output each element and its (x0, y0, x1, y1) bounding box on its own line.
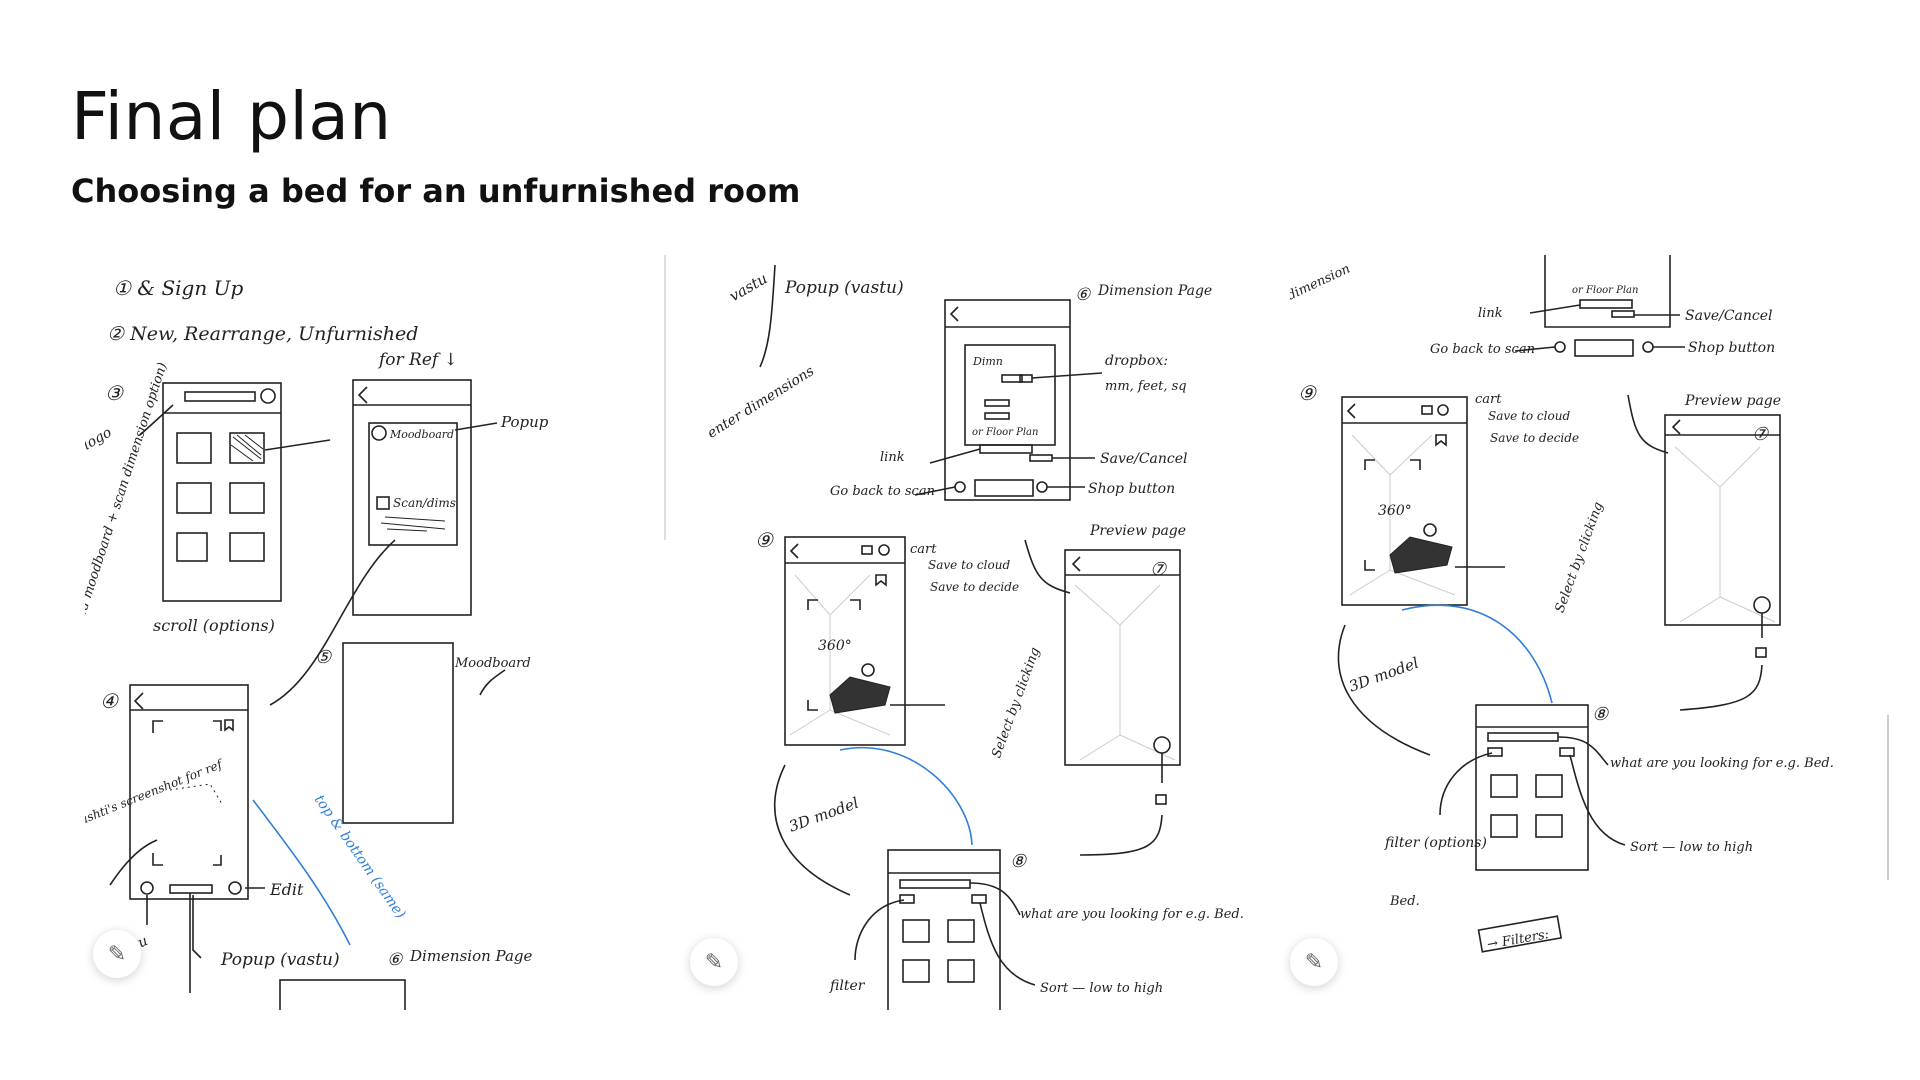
note-popup: Popup (500, 413, 549, 431)
note-filters: → Filters: (1486, 927, 1550, 953)
sketch-panel-2: vastu Popup (vastu) ⑥ Dimension Page ent… (690, 255, 1285, 1010)
note-select-click: Select by clicking (989, 646, 1043, 761)
note-signup: ① & Sign Up (113, 276, 243, 300)
note-save-cloud: Save to cloud (1488, 409, 1570, 423)
note-step8: ⑧ (1592, 704, 1609, 725)
wireframe-home-screen (140, 383, 330, 601)
note-scan-dims: Scan/dims (393, 496, 456, 510)
note-add-option: (Add moodboard + scan dimension option) (85, 361, 171, 634)
note-step7: ⑦ (1150, 559, 1167, 580)
note-go-back: Go back to scan (830, 484, 935, 499)
wireframe-dimension-screen-partial (1545, 255, 1670, 356)
note-new-options: ② New, Rearrange, Unfurnished (107, 323, 418, 345)
note-dims-label: Dimn (972, 355, 1003, 368)
note-floor-plan: or Floor Plan (1572, 285, 1638, 296)
note-step9: ⑨ (755, 528, 774, 552)
note-floor-plan: or Floor Plan (972, 427, 1038, 438)
sketch-canvas-2: vastu Popup (vastu) ⑥ Dimension Page ent… (690, 255, 1285, 1010)
note-save-decide: Save to decide (930, 580, 1019, 594)
note-popup-vastu: Popup (vastu) (220, 950, 340, 970)
note-dimension: dimension (1290, 261, 1353, 303)
note-sort: Sort — low to high (1630, 840, 1753, 855)
note-ref-screenshot: Drashti's screenshot for ref (85, 756, 226, 833)
note-link: link (880, 450, 905, 465)
wireframe-preview-screen (1065, 550, 1180, 804)
note-save-cancel: Save/Cancel (1685, 308, 1773, 324)
pen-tool-icon: ✎ (108, 942, 126, 967)
wireframe-3d-model-screen (1342, 397, 1467, 605)
note-filter-options: filter (options) (1384, 835, 1487, 851)
note-select-click: Select by clicking (1553, 500, 1607, 615)
note-scroll: scroll (options) (153, 616, 275, 635)
note-logo: logo (85, 424, 115, 453)
note-step8: ⑧ (1010, 851, 1027, 872)
sketch-panel-1: ① & Sign Up ② New, Rearrange, Unfurnishe… (85, 255, 675, 1010)
note-save-decide: Save to decide (1490, 431, 1579, 445)
wireframe-dimension-screen (945, 300, 1070, 500)
note-shop-button: Shop button (1088, 481, 1175, 497)
note-for-ref: for Ref ↓ (377, 350, 458, 370)
page-subtitle: Choosing a bed for an unfurnished room (71, 172, 800, 210)
wireframe-shop-screen (1476, 705, 1588, 870)
sketch-canvas-1: ① & Sign Up ② New, Rearrange, Unfurnishe… (85, 255, 675, 1010)
note-go-back: Go back to scan (1430, 342, 1535, 357)
note-looking-for: what are you looking for e.g. Bed. (1020, 907, 1244, 922)
note-sort: Sort — low to high (1040, 981, 1163, 996)
note-edit: Edit (269, 880, 304, 899)
note-filter: filter (829, 978, 866, 994)
pen-tool-icon: ✎ (1305, 950, 1323, 975)
note-preview-page: Preview page (1089, 523, 1186, 539)
sketch-panel-3: dimension or Floor Plan link Save/Cancel… (1290, 255, 1890, 1010)
note-bed: Bed. (1389, 894, 1420, 909)
note-link: link (1478, 306, 1503, 321)
note-looking-for: what are you looking for e.g. Bed. (1610, 756, 1834, 771)
note-step6: ⑥ (1075, 285, 1091, 305)
pen-tool-button-3[interactable]: ✎ (1290, 938, 1338, 986)
note-cart: cart (1475, 392, 1502, 407)
note-enter-dims: enter dimensions (705, 363, 818, 442)
note-cart: cart (910, 542, 937, 557)
pen-tool-button-1[interactable]: ✎ (93, 930, 141, 978)
note-3d-model: 3D model (786, 794, 861, 836)
note-360: 360° (1378, 503, 1412, 519)
note-step6: ⑥ (387, 950, 403, 970)
note-dimension-page: Dimension Page (409, 947, 533, 965)
note-shop-button: Shop button (1688, 340, 1775, 356)
note-360: 360° (818, 638, 852, 654)
wireframe-preview-screen (1665, 415, 1780, 657)
page-title: Final plan (71, 78, 392, 155)
note-save-cloud: Save to cloud (928, 558, 1010, 572)
note-step9: ⑨ (1298, 381, 1317, 405)
note-moodboard: Moodboard (389, 428, 454, 441)
note-step3: ③ (105, 381, 124, 405)
pen-tool-button-2[interactable]: ✎ (690, 938, 738, 986)
note-popup-vastu: Popup (vastu) (784, 278, 904, 298)
note-vastu: vastu (726, 269, 770, 305)
pen-tool-icon: ✎ (705, 950, 723, 975)
note-step4: ④ (100, 689, 119, 713)
note-moodboard-label: Moodboard (454, 656, 531, 671)
note-preview-page: Preview page (1684, 393, 1781, 409)
note-step5: ⑤ (315, 647, 332, 668)
wireframe-moodboard-screen (343, 643, 453, 823)
wireframe-shop-screen (888, 850, 1000, 1010)
note-save-cancel: Save/Cancel (1100, 451, 1188, 467)
note-units: mm, feet, sq (1105, 379, 1187, 394)
note-dropbox: dropbox: (1105, 353, 1168, 369)
note-3d-model: 3D model (1346, 654, 1421, 696)
sketch-canvas-3: dimension or Floor Plan link Save/Cancel… (1290, 255, 1890, 1010)
note-dimension-page: Dimension Page (1097, 283, 1212, 299)
